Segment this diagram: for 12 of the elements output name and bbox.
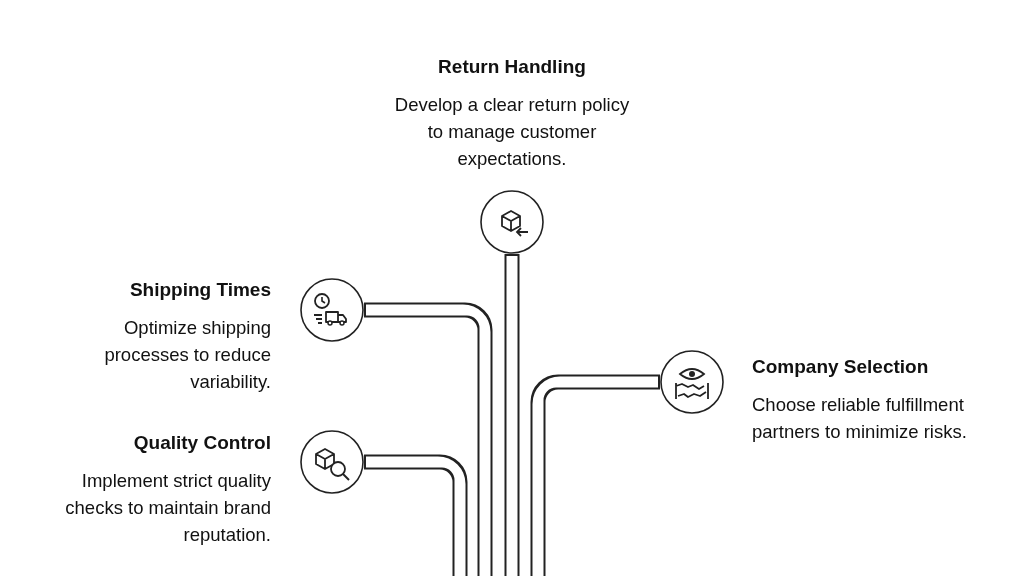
pipe-connector: [504, 254, 520, 576]
item-heading: Company Selection: [752, 355, 930, 379]
pipe-connector: [364, 302, 493, 576]
item-description: Optimize shipping processes to reduce variability.: [103, 316, 271, 394]
pipe-connector: [364, 454, 468, 576]
pipe-connector: [530, 374, 660, 576]
item-description: Choose reliable fulfillment partners to minimize risks.: [752, 393, 968, 444]
item-heading: Quality Control: [132, 431, 271, 455]
item-heading: Return Handling: [437, 55, 587, 79]
item-heading: Shipping Times: [128, 278, 271, 302]
item-description: Implement strict quality checks to maintain brand reputation.: [64, 469, 271, 547]
item-description: Develop a clear return policy to manage customer expectations.: [393, 93, 631, 171]
